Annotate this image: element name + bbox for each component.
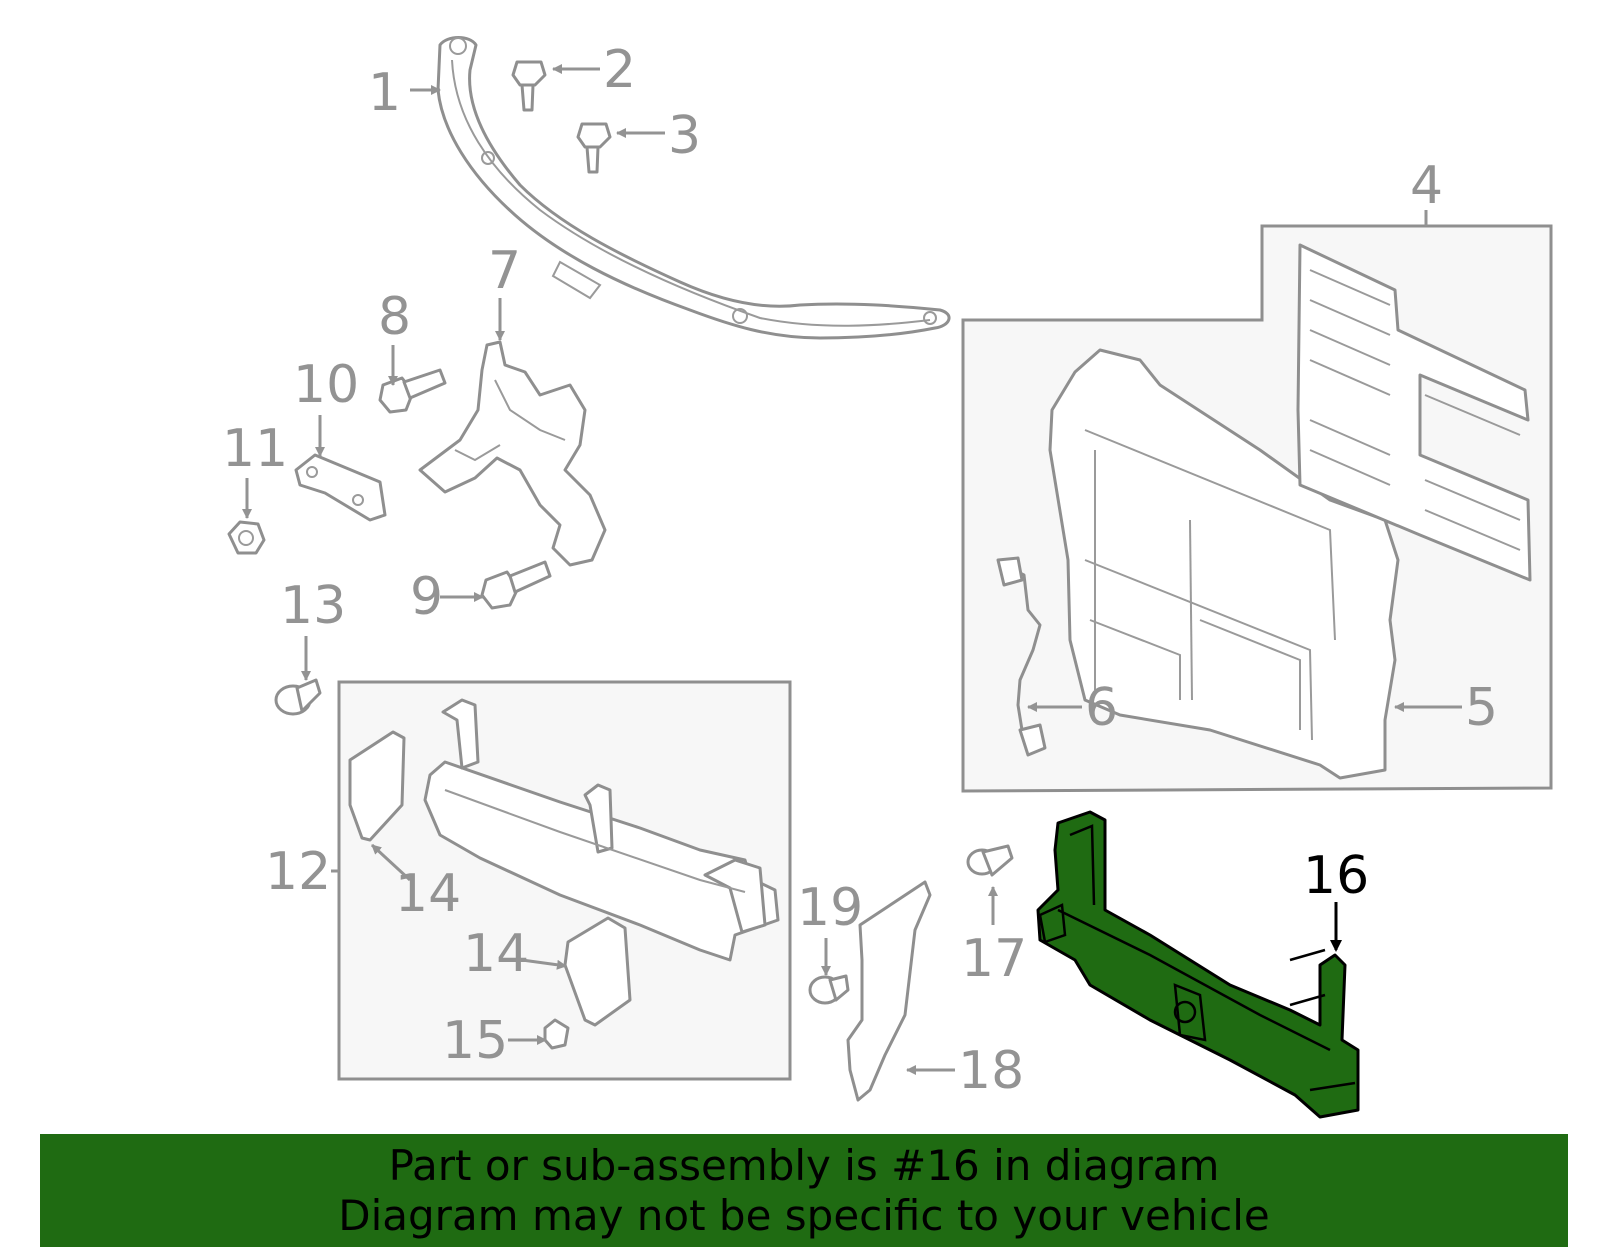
part-4-active-grille-shutter xyxy=(1296,243,1532,582)
callout-19: 19 xyxy=(797,878,863,938)
part-5-radiator-support xyxy=(1048,348,1400,780)
callout-10: 10 xyxy=(293,355,359,415)
callout-9: 9 xyxy=(410,567,443,627)
part-8-bolt xyxy=(378,368,447,414)
part-17-clip xyxy=(966,844,1014,877)
callout-5: 5 xyxy=(1465,678,1498,738)
part-12-lower-beam xyxy=(423,698,780,962)
part-11-nut xyxy=(227,520,266,555)
callout-15: 15 xyxy=(442,1011,508,1071)
callout-16: 16 xyxy=(1303,846,1369,906)
callout-17: 17 xyxy=(961,929,1027,989)
callout-labels: 1 2 3 4 5 6 7 8 9 10 11 12 13 14 14 15 1… xyxy=(222,40,1498,1101)
callout-11: 11 xyxy=(222,419,288,479)
callout-6: 6 xyxy=(1085,678,1118,738)
part-9-bolt xyxy=(480,560,552,610)
part-1-upper-support xyxy=(436,36,951,340)
part-18-deflector xyxy=(846,880,932,1102)
part-2-bolt xyxy=(511,60,547,112)
part-16-highlighted-bracket xyxy=(1036,810,1360,1119)
part-7-bracket xyxy=(418,340,607,567)
part-3-bolt xyxy=(576,122,612,174)
callout-13: 13 xyxy=(280,576,346,636)
part-14-deflector-left xyxy=(348,730,406,842)
banner-line-2: Diagram may not be specific to your vehi… xyxy=(338,1190,1270,1240)
part-6-harness xyxy=(996,556,1047,757)
info-banner: Part or sub-assembly is #16 in diagram D… xyxy=(40,1134,1568,1247)
callout-12: 12 xyxy=(265,842,331,902)
callout-14-left: 14 xyxy=(395,864,461,924)
part-15-clip xyxy=(543,1018,570,1050)
part-13-clip xyxy=(274,678,322,716)
callout-18: 18 xyxy=(958,1041,1024,1101)
banner-line-1: Part or sub-assembly is #16 in diagram xyxy=(388,1140,1220,1190)
part-19-clip xyxy=(808,974,850,1005)
part-14-deflector-right xyxy=(563,916,632,1027)
leader-lines xyxy=(242,64,1462,1075)
callout-1: 1 xyxy=(368,63,401,123)
callout-8: 8 xyxy=(378,287,411,347)
callout-2: 2 xyxy=(603,40,636,100)
callout-4: 4 xyxy=(1410,156,1443,216)
callout-3: 3 xyxy=(668,106,701,166)
callout-7: 7 xyxy=(488,241,521,301)
part-10-bracket xyxy=(294,453,387,522)
callout-14-right: 14 xyxy=(463,924,529,984)
